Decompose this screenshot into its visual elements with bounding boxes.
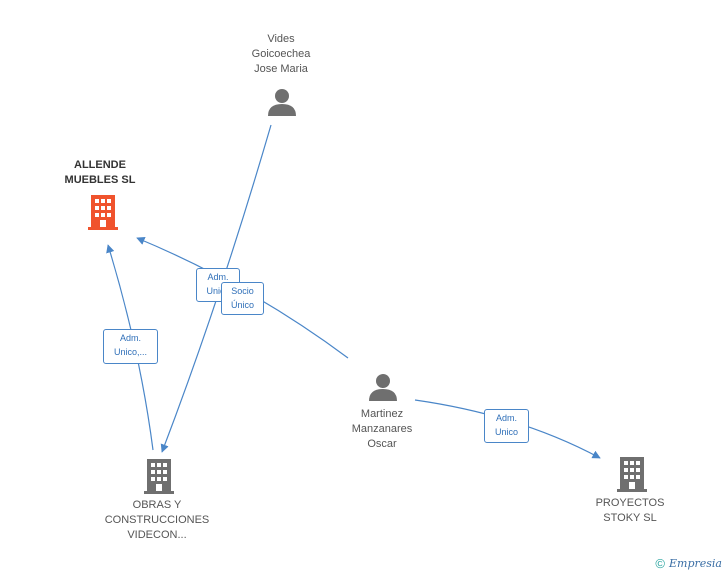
building-icon[interactable]: [144, 459, 174, 494]
edge-label-martinez-allende[interactable]: Socio Único: [221, 282, 264, 315]
node-label-obras[interactable]: OBRAS Y CONSTRUCCIONES VIDECON...: [104, 499, 210, 541]
copyright-icon: ©: [655, 556, 665, 571]
node-label-vides[interactable]: Vides Goicoechea Jose Maria: [251, 33, 311, 75]
node-label-martinez[interactable]: Martinez Manzanares Oscar: [351, 408, 413, 450]
edge-label-obras-allende[interactable]: Adm. Unico,...: [103, 329, 158, 364]
person-icon[interactable]: [268, 89, 296, 116]
edge-label-martinez-proyectos[interactable]: Adm. Unico: [484, 409, 529, 443]
node-label-allende[interactable]: ALLENDE MUEBLES SL: [64, 159, 136, 186]
building-icon[interactable]: [88, 195, 118, 230]
brand-watermark[interactable]: © Empresia: [655, 556, 722, 571]
building-icon[interactable]: [617, 457, 647, 492]
brand-name: Empresia: [669, 557, 722, 570]
person-icon[interactable]: [369, 374, 397, 401]
node-label-proyectos[interactable]: PROYECTOS STOKY SL: [595, 497, 665, 524]
